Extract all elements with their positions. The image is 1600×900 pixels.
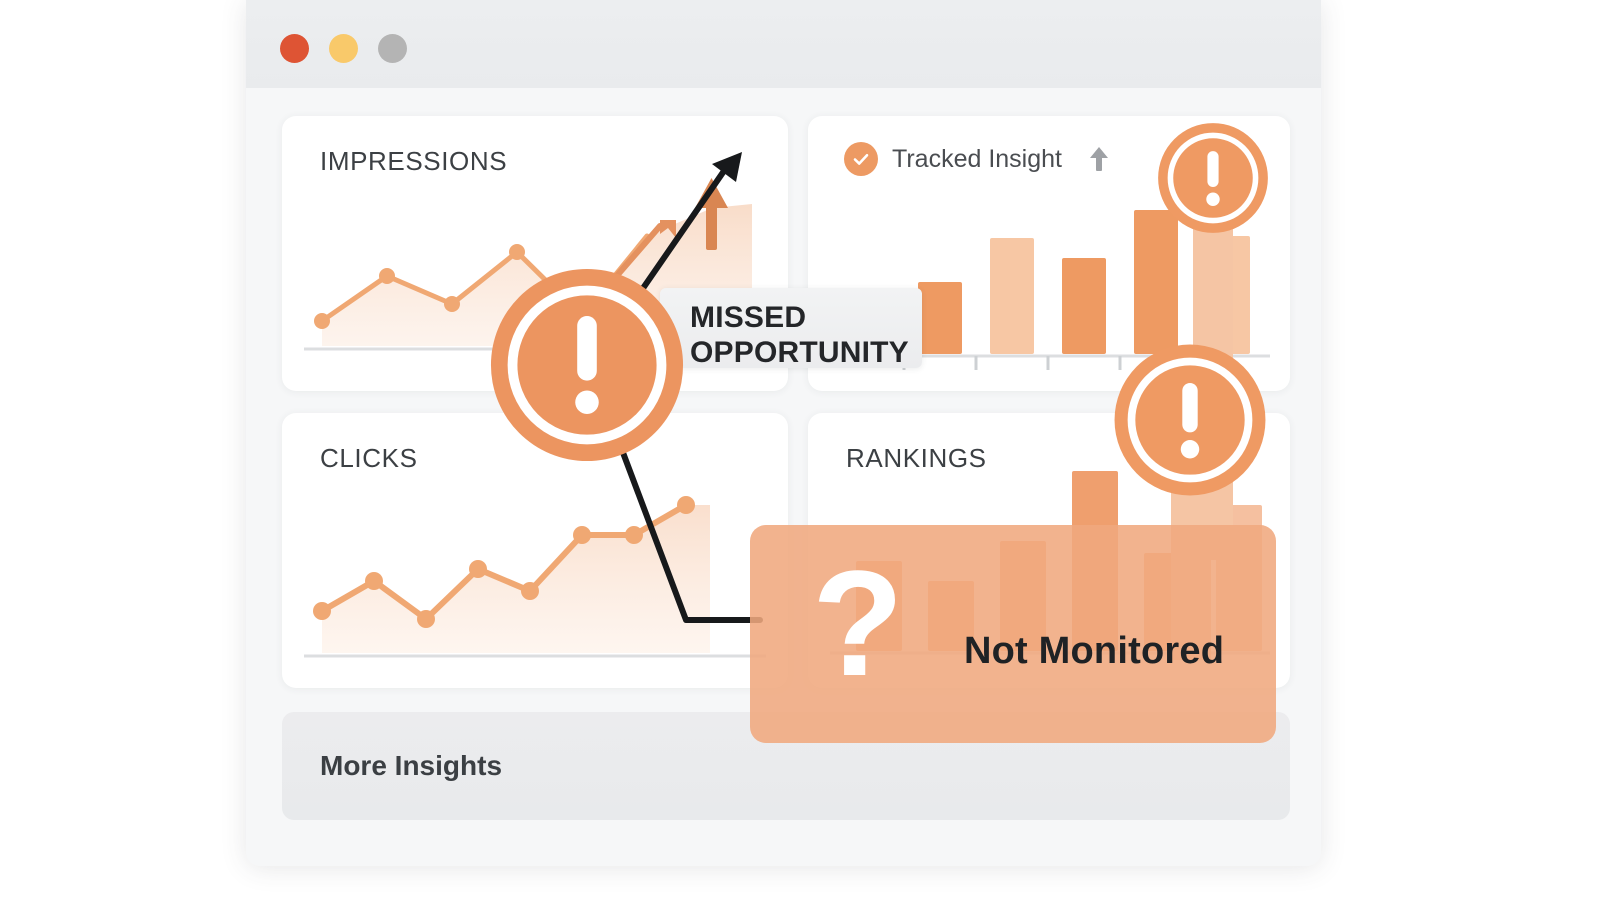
bar — [918, 282, 962, 354]
close-button[interactable] — [280, 34, 309, 63]
window-titlebar — [246, 0, 1321, 89]
missed-opportunity-line-1: MISSED — [690, 301, 807, 334]
arrow-up-icon — [1088, 145, 1110, 173]
bar — [1062, 258, 1106, 354]
question-mark-icon: ? — [812, 539, 904, 707]
bar — [1134, 210, 1178, 354]
missed-opportunity-pill[interactable] — [660, 288, 922, 368]
missed-opportunity-line-2: OPPORTUNITY — [690, 336, 909, 370]
minimize-button[interactable] — [329, 34, 358, 63]
card-rankings-title: RANKINGS — [846, 443, 987, 473]
check-icon — [844, 142, 878, 176]
tracked-insight-header: Tracked Insight — [844, 142, 1110, 176]
alert-badge-top-right[interactable] — [1157, 122, 1269, 234]
not-monitored-label: Not Monitored — [964, 630, 1225, 672]
missed-opportunity-label: MISSED OPPORTUNITY — [690, 300, 930, 371]
not-monitored-panel[interactable] — [750, 525, 1276, 743]
alert-badge-main[interactable] — [489, 267, 685, 463]
bar — [990, 238, 1034, 354]
card-clicks-title: CLICKS — [320, 443, 418, 473]
more-insights-label: More Insights — [320, 750, 503, 781]
traffic-lights — [280, 34, 407, 63]
alert-badge-middle-right[interactable] — [1113, 343, 1267, 497]
card-impressions-title: IMPRESSIONS — [320, 146, 508, 176]
tracked-insight-label: Tracked Insight — [892, 144, 1062, 173]
maximize-button[interactable] — [378, 34, 407, 63]
